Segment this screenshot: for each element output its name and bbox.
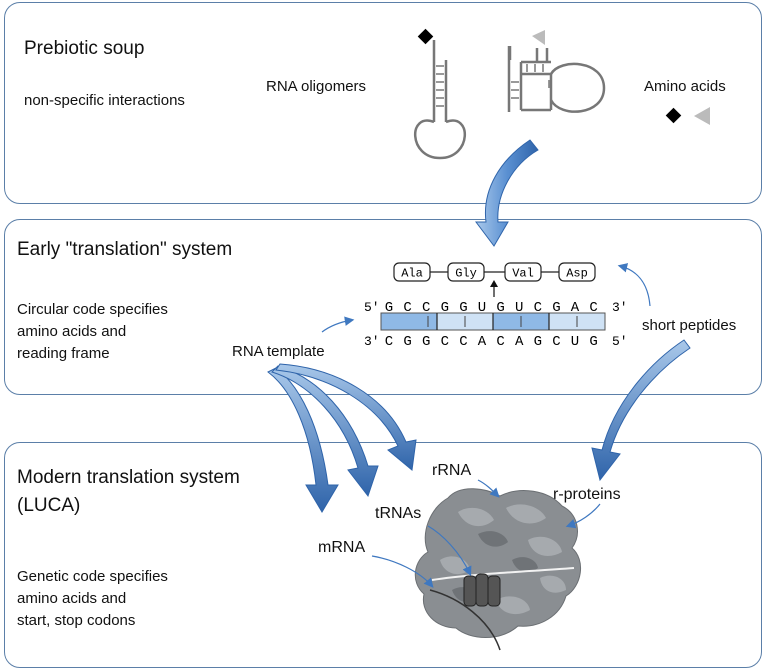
prebiotic-panel xyxy=(4,2,762,204)
amino-acids-label: Amino acids xyxy=(644,78,726,95)
modern-title-line-1: Modern translation system xyxy=(17,467,240,488)
rrna-label: rRNA xyxy=(432,462,472,479)
short-peptides-label: short peptides xyxy=(642,317,737,334)
prebiotic-title: Prebiotic soup xyxy=(24,38,145,59)
modern-desc-line-1: Genetic code specifies xyxy=(17,568,168,585)
early-desc-line-2: amino acids and xyxy=(17,323,127,340)
rna-template-label: RNA template xyxy=(232,343,325,360)
modern-title-line-2: (LUCA) xyxy=(17,495,81,516)
r-proteins-label: r-proteins xyxy=(553,486,621,503)
trnas-label: tRNAs xyxy=(375,505,422,522)
modern-desc-line-3: start, stop codons xyxy=(17,612,136,629)
modern-desc-line-2: amino acids and xyxy=(17,590,127,607)
early-translation-title: Early "translation" system xyxy=(17,239,233,260)
early-desc-line-3: reading frame xyxy=(17,345,110,362)
early-desc-line-1: Circular code specifies xyxy=(17,301,168,318)
mrna-label: mRNA xyxy=(318,539,366,556)
prebiotic-description: non-specific interactions xyxy=(24,92,185,109)
rna-oligomers-label: RNA oligomers xyxy=(266,78,367,95)
